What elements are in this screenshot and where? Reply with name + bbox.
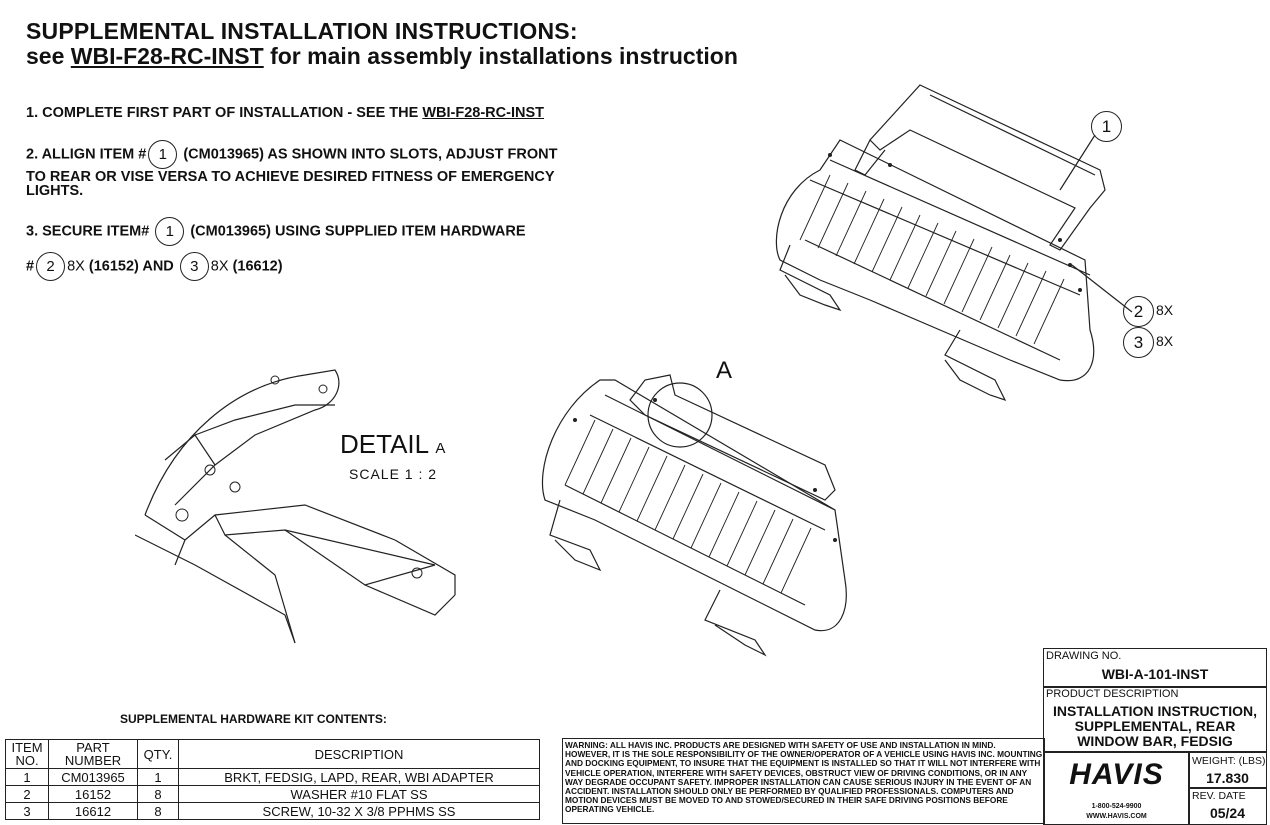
part-number-2: (16152) [88,258,139,275]
bom-cell: 16152 [48,785,138,803]
bom-cell: SCREW, 10-32 X 3/8 PPHMS SS [178,802,540,820]
bom-cell: 1 [137,768,179,786]
product-description-line-1: INSTALLATION INSTRUCTION, [1052,703,1258,719]
bom-cell: 2 [5,785,49,803]
step-1-reference: WBI-F28-RC-INST [422,105,544,121]
table-row: 2 16152 8 WASHER #10 FLAT SS [5,785,540,803]
bom-cell: BRKT, FEDSIG, LAPD, REAR, WBI ADAPTER [178,768,540,786]
detail-title-text: DETAIL [340,429,429,459]
document-subtitle: see WBI-F28-RC-INST for main assembly in… [26,43,738,70]
warning-text: WARNING: ALL HAVIS INC. PRODUCTS ARE DES… [565,740,1043,815]
callout-item-1: 1 [1091,111,1122,142]
bom-cell: 3 [5,802,49,820]
drawing-number: WBI-A-101-INST [1101,666,1209,682]
bom-cell: 8 [137,802,179,820]
product-description-box: PRODUCT DESCRIPTION INSTALLATION INSTRUC… [1043,686,1267,753]
subtitle-suffix: for main assembly installations instruct… [263,43,738,69]
hash: # [26,258,35,275]
step-2-text-a: 2. ALLIGN ITEM # [26,146,147,163]
assembly-view-top [775,84,1133,402]
logo-box: HAVIS 1-800-524-9900 WWW.HAVIS.COM [1043,751,1190,825]
product-description: INSTALLATION INSTRUCTION, SUPPLEMENTAL, … [1044,704,1266,749]
main-instruction-reference: WBI-F28-RC-INST [70,43,264,69]
item-bubble-1: 1 [148,140,178,169]
bom-cell: 1 [5,768,49,786]
rev-date-box: REV. DATE 05/24 [1188,787,1267,825]
detail-title: DETAIL A [340,429,445,460]
document-title: SUPPLEMENTAL INSTALLATION INSTRUCTIONS: [26,18,578,44]
bom-header-part: PART NUMBER [48,739,138,769]
step-3-text-a: 3. SECURE ITEM# [26,223,150,240]
warning-box [562,738,1045,824]
weight-value: 17.830 [1206,770,1249,786]
weight-label: WEIGHT: (LBS) [1192,755,1266,767]
rev-date-value: 05/24 [1209,805,1246,821]
assembly-view-bottom [541,374,847,657]
callout-item-2: 2 [1123,296,1154,327]
drawing-number-box: DRAWING NO. WBI-A-101-INST [1043,648,1267,688]
company-website: WWW.HAVIS.COM [1086,813,1147,820]
detail-marker: A [716,357,733,384]
bom-table: ITEM NO. PART NUMBER QTY. DESCRIPTION 1 … [5,739,540,820]
weight-box: WEIGHT: (LBS) 17.830 [1188,751,1267,789]
step-3-line-1: 3. SECURE ITEM# 1 (CM013965) USING SUPPL… [26,217,526,246]
bom-cell: 16612 [48,802,138,820]
rev-date-label: REV. DATE [1192,790,1246,802]
bom-header-item: ITEM NO. [5,739,49,769]
bom-cell: WASHER #10 FLAT SS [178,785,540,803]
detail-a-view [135,369,456,644]
product-description-line-2: SUPPLEMENTAL, REAR [1074,718,1236,734]
bom-header-row: ITEM NO. PART NUMBER QTY. DESCRIPTION [5,739,540,769]
bom-cell: 8 [137,785,179,803]
item-bubble-2: 2 [36,252,66,281]
step-3-text-b: (CM013965) USING SUPPLIED ITEM HARDWARE [190,223,526,240]
qty-3: 8X [210,258,229,275]
bom-header-qty: QTY. [137,739,179,769]
step-2-line-1: 2. ALLIGN ITEM #1 (CM013965) AS SHOWN IN… [26,140,557,169]
item-bubble-1: 1 [155,217,185,246]
step-2-line-2: TO REAR OR VISE VERSA TO ACHIEVE DESIRED… [26,169,555,185]
company-phone: 1-800-524-9900 [1091,803,1142,810]
step-2-text-b: (CM013965) AS SHOWN INTO SLOTS, ADJUST F… [183,146,558,163]
callout-item-3: 3 [1123,327,1154,358]
product-description-label: PRODUCT DESCRIPTION [1046,688,1179,700]
callout-item-2-qty: 8X [1156,302,1174,318]
callout-item-3-qty: 8X [1156,333,1174,349]
havis-logo: HAVIS [1069,758,1164,791]
bom-header-description: DESCRIPTION [178,739,540,769]
qty-2: 8X [67,258,85,275]
item-bubble-3: 3 [179,252,209,281]
and-text: AND [142,258,174,275]
subtitle-prefix: see [26,43,71,69]
bom-cell: CM013965 [48,768,138,786]
table-row: 1 CM013965 1 BRKT, FEDSIG, LAPD, REAR, W… [5,768,540,786]
detail-letter: A [435,440,446,457]
table-row: 3 16612 8 SCREW, 10-32 X 3/8 PPHMS SS [5,802,540,820]
step-2-line-3: LIGHTS. [26,183,84,199]
product-description-line-3: WINDOW BAR, FEDSIG [1077,733,1233,749]
step-1: 1. COMPLETE FIRST PART OF INSTALLATION -… [26,105,544,121]
detail-scale: SCALE 1 : 2 [349,466,438,482]
part-number-3: (16612) [232,258,283,275]
step-1-text: 1. COMPLETE FIRST PART OF INSTALLATION -… [26,105,423,121]
bom-title: SUPPLEMENTAL HARDWARE KIT CONTENTS: [120,712,387,726]
drawing-number-label: DRAWING NO. [1046,650,1122,662]
